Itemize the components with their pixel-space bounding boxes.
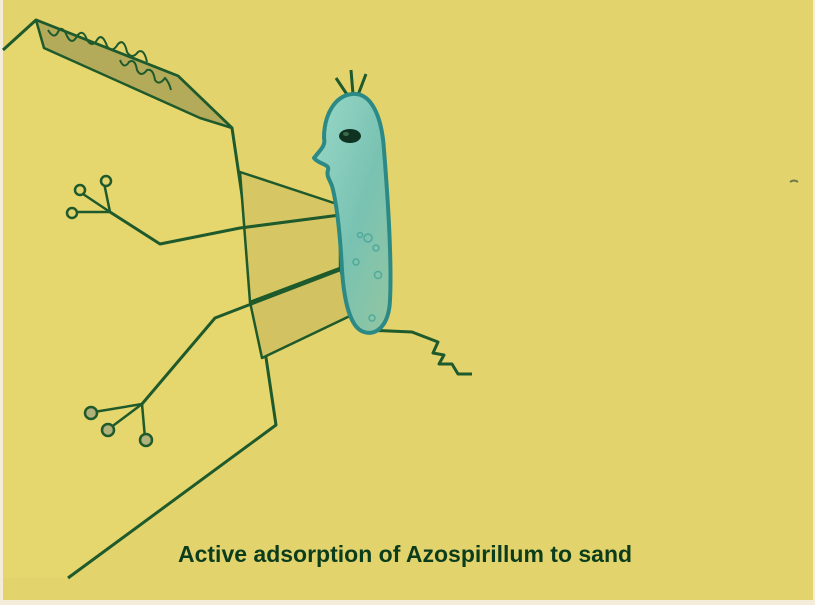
lower-fibril-knob-1 (85, 407, 97, 419)
bacterium-eye-highlight (343, 132, 349, 136)
illustration-caption: Active adsorption of Azospirillum to san… (178, 536, 808, 572)
upper-fibril-knob-2 (101, 176, 111, 186)
bacterium-eye (339, 129, 361, 143)
upper-fibril-knob-3 (67, 208, 77, 218)
lower-fibril-knob-3 (140, 434, 152, 446)
antenna-2 (351, 70, 353, 94)
upper-fibril-knob-1 (75, 185, 85, 195)
lower-fibril-knob-2 (102, 424, 114, 436)
